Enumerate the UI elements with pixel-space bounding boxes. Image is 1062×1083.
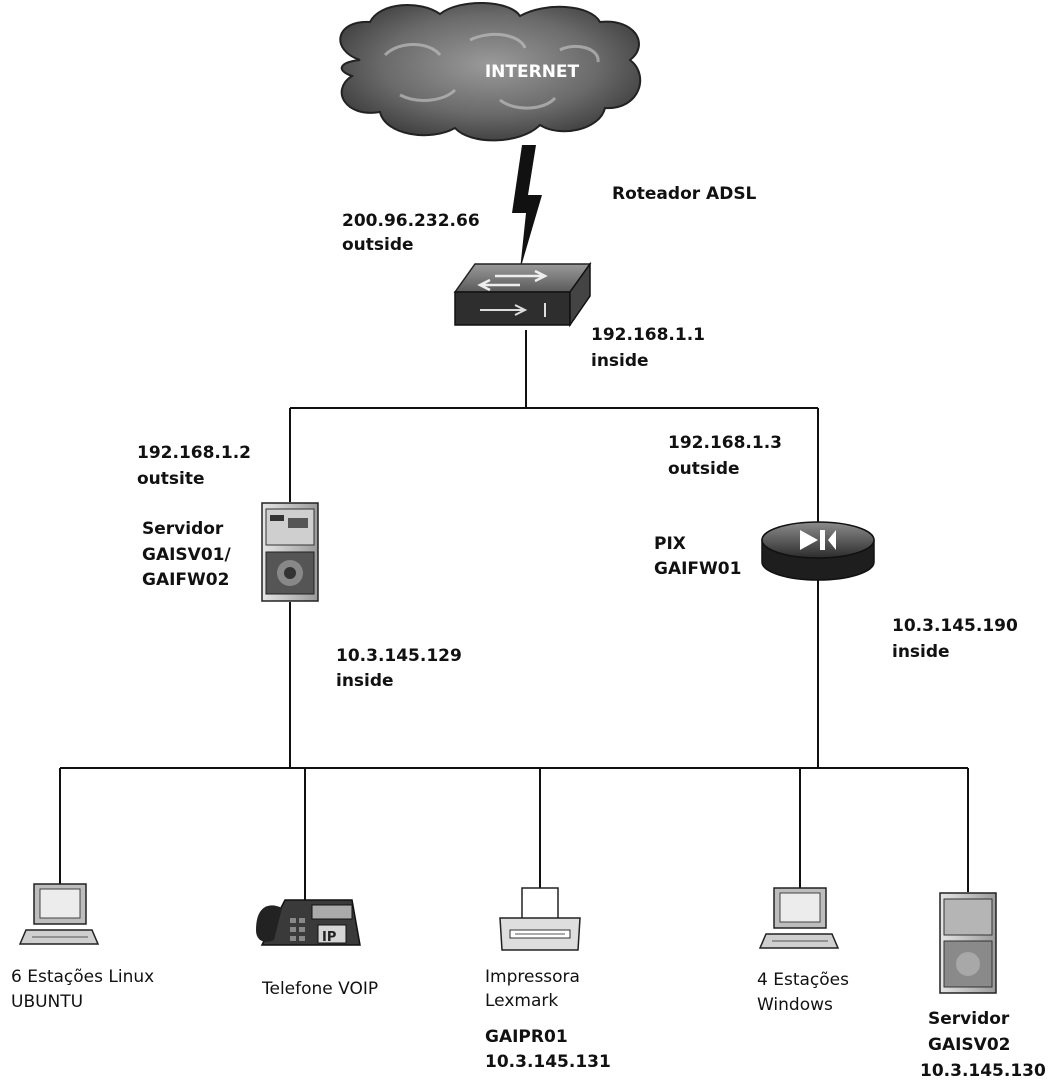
printer-ip: 10.3.145.131	[485, 1052, 611, 1072]
router-icon	[453, 261, 592, 328]
server2-ip: 10.3.145.130	[920, 1061, 1046, 1081]
server2-label-line2: GAISV02	[928, 1035, 1011, 1055]
svg-text:IP: IP	[322, 930, 336, 945]
pix-name-line2: GAIFW01	[654, 559, 741, 579]
windows-workstation-icon	[758, 887, 840, 949]
gaisv01-name-line2: GAISV01/	[142, 545, 231, 565]
gaisv01-inside-ip: 10.3.145.129	[336, 646, 462, 666]
router-outside-ip: 200.96.232.66	[342, 211, 480, 231]
gaisv01-name-line1: Servidor	[142, 519, 224, 539]
linux-workstation-icon	[18, 883, 100, 945]
pix-inside-ip: 10.3.145.190	[892, 616, 1018, 636]
gaisv01-outside-ip: 192.168.1.2	[137, 443, 251, 463]
internet-cloud: INTERNET	[339, 2, 642, 142]
gaisv01-inside-label: inside	[336, 671, 394, 691]
gaisv01-name-line3: GAIFW02	[142, 570, 229, 590]
router-title: Roteador ADSL	[612, 184, 757, 204]
pix-outside-label: outside	[668, 459, 740, 479]
pix-inside-label: inside	[892, 642, 950, 662]
windows-label-line1: 4 Estações	[757, 970, 849, 990]
router-inside-ip: 192.168.1.1	[591, 325, 705, 345]
windows-label-line2: Windows	[757, 995, 833, 1015]
printer-label-line1: Impressora	[485, 967, 580, 987]
gaisv01-outside-label: outsite	[137, 469, 205, 489]
internet-label: INTERNET	[485, 62, 580, 82]
printer-icon	[499, 887, 581, 951]
router-inside-label: inside	[591, 351, 649, 371]
phone-label: Telefone VOIP	[261, 979, 378, 999]
server-gaisv02-icon	[939, 892, 997, 994]
printer-hostname: GAIPR01	[485, 1027, 568, 1047]
server2-label-line1: Servidor	[928, 1009, 1010, 1029]
wan-link-bolt-icon	[512, 145, 542, 270]
linux-label-line1: 6 Estações Linux	[11, 967, 154, 987]
router-outside-label: outside	[342, 235, 414, 255]
network-wires	[59, 330, 969, 900]
pix-outside-ip: 192.168.1.3	[668, 433, 782, 453]
server-gaisv01-icon	[261, 502, 319, 602]
linux-label-line2: UBUNTU	[11, 992, 83, 1012]
printer-label-line2: Lexmark	[485, 991, 558, 1011]
voip-phone-icon: IP	[256, 899, 361, 946]
pix-firewall-icon	[761, 521, 875, 581]
pix-name-line1: PIX	[654, 534, 686, 554]
